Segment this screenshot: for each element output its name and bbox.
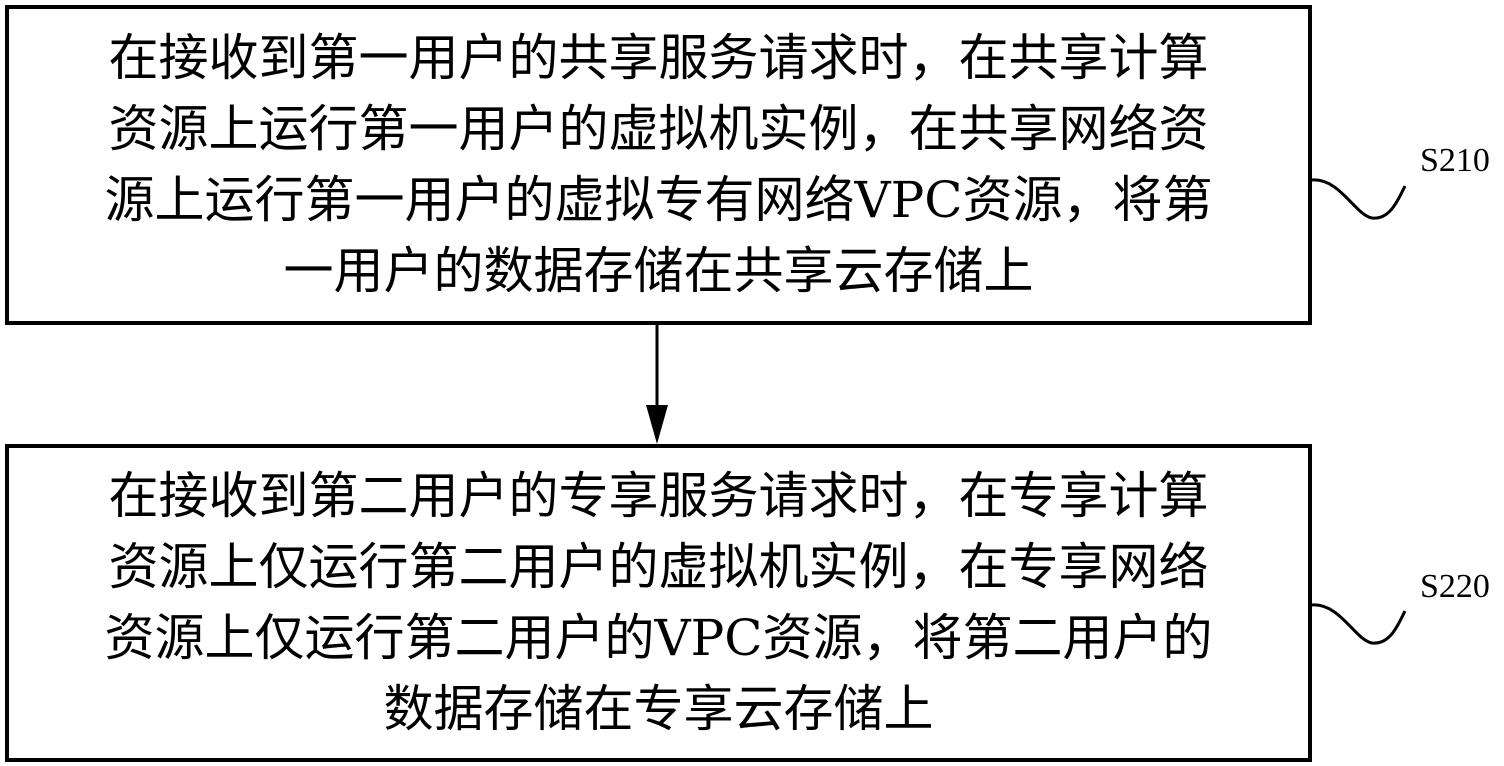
s220-leader-curve (1311, 603, 1407, 645)
step-label-s210: S210 (1420, 142, 1490, 179)
s210-leader-curve (1311, 178, 1407, 220)
step-s220-line-2: 资源上仅运行第二用户的虚拟机实例，在专享网络 (108, 538, 1209, 596)
step-s210-line-2: 资源上运行第一用户的虚拟机实例，在共享网络资 (108, 100, 1209, 158)
step-s220-line-3: 资源上仅运行第二用户的VPC资源，将第二用户的 (104, 609, 1213, 667)
step-s210-line-3: 源上运行第一用户的虚拟专有网络VPC资源，将第 (104, 171, 1213, 229)
step-s210-line-1: 在接收到第一用户的共享服务请求时，在共享计算 (108, 29, 1209, 87)
step-s220-line-1: 在接收到第二用户的专享服务请求时，在专享计算 (108, 467, 1209, 525)
step-box-s220: 在接收到第二用户的专享服务请求时，在专享计算 资源上仅运行第二用户的虚拟机实例，… (5, 444, 1312, 762)
step-s210-line-4: 一用户的数据存储在共享云存储上 (283, 242, 1034, 300)
step-box-s210: 在接收到第一用户的共享服务请求时，在共享计算 资源上运行第一用户的虚拟机实例，在… (5, 5, 1312, 325)
step-s220-line-4: 数据存储在专享云存储上 (383, 680, 934, 738)
arrow-head-icon (646, 405, 668, 444)
step-label-s220: S220 (1420, 568, 1490, 605)
